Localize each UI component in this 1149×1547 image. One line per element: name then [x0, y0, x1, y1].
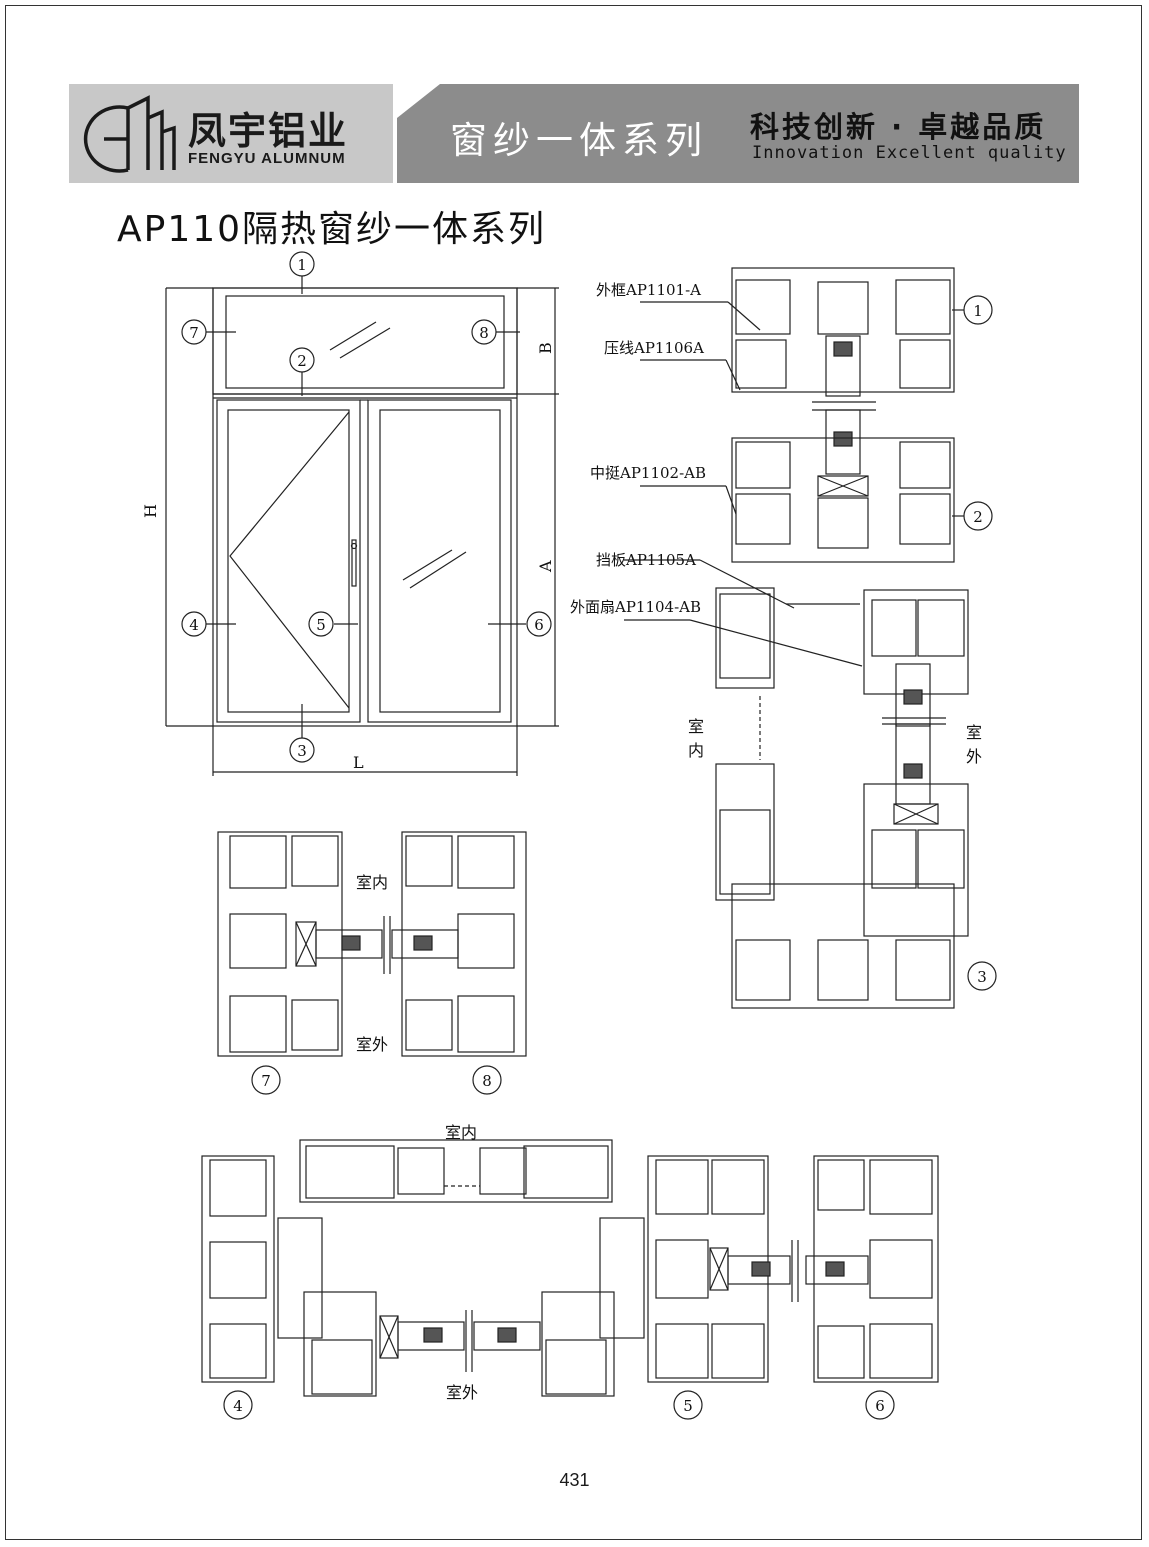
transom-marker-7: 7	[261, 1072, 271, 1090]
marker-4: 4	[189, 616, 199, 634]
company-logo-icon	[83, 95, 176, 173]
section-marker-2: 2	[973, 508, 983, 526]
slogan-en: Innovation Excellent quality	[752, 143, 1067, 163]
horizontal-marker-6: 6	[875, 1397, 885, 1415]
marker-1: 1	[297, 256, 307, 274]
brand-name-en: FENGYU ALUMNUM	[188, 150, 346, 167]
transom-indoor: 室内	[356, 873, 388, 892]
marker-7: 7	[189, 324, 199, 342]
section-markers	[963, 295, 997, 991]
page-number: 431	[559, 1470, 590, 1490]
part-mullion: 中挺AP1102-AB	[590, 464, 706, 482]
horizontal-indoor: 室内	[445, 1123, 477, 1142]
brand-name-cn: 凤宇铝业	[188, 109, 349, 153]
page-frame	[5, 5, 1142, 1540]
vertical-section	[624, 267, 969, 1009]
banner-cut	[397, 84, 440, 118]
part-outer-frame: 外框AP1101-A	[596, 281, 701, 299]
section-marker-1: 1	[973, 302, 983, 320]
dim-h-label: H	[141, 504, 160, 518]
outdoor-v2: 外	[966, 747, 982, 766]
marker-3: 3	[297, 742, 307, 760]
series-banner	[397, 84, 1079, 183]
slogan-cn: 科技创新 · 卓越品质	[750, 110, 1047, 144]
transom-outdoor: 室外	[356, 1035, 388, 1054]
outdoor-v1: 室	[966, 723, 982, 742]
section-marker-3: 3	[977, 968, 987, 986]
dim-a-label: A	[536, 560, 555, 573]
transom-marker-8: 8	[482, 1072, 492, 1090]
horizontal-markers	[223, 1390, 895, 1420]
dim-b-label: B	[536, 342, 555, 354]
horizontal-marker-5: 5	[683, 1397, 693, 1415]
elevation-markers	[181, 251, 552, 763]
transom-section	[217, 831, 527, 1057]
marker-2: 2	[297, 352, 307, 370]
transom-markers	[251, 1065, 502, 1095]
horizontal-marker-4: 4	[233, 1397, 243, 1415]
marker-6: 6	[534, 616, 544, 634]
dim-l-label: L	[353, 753, 364, 772]
marker-8: 8	[479, 324, 489, 342]
marker-5: 5	[316, 616, 326, 634]
horizontal-section	[201, 1139, 939, 1397]
part-outer-sash: 外面扇AP1104-AB	[570, 598, 701, 616]
window-elevation	[165, 274, 559, 776]
brand-banner	[69, 84, 393, 183]
indoor-v2: 内	[688, 741, 704, 760]
part-baffle: 挡板AP1105A	[596, 551, 696, 569]
part-glazing-bead: 压线AP1106A	[604, 339, 704, 357]
series-name: 窗纱一体系列	[450, 119, 708, 162]
indoor-v1: 室	[688, 717, 704, 736]
page-title: AP110隔热窗纱一体系列	[117, 209, 547, 250]
horizontal-outdoor: 室外	[446, 1383, 478, 1402]
